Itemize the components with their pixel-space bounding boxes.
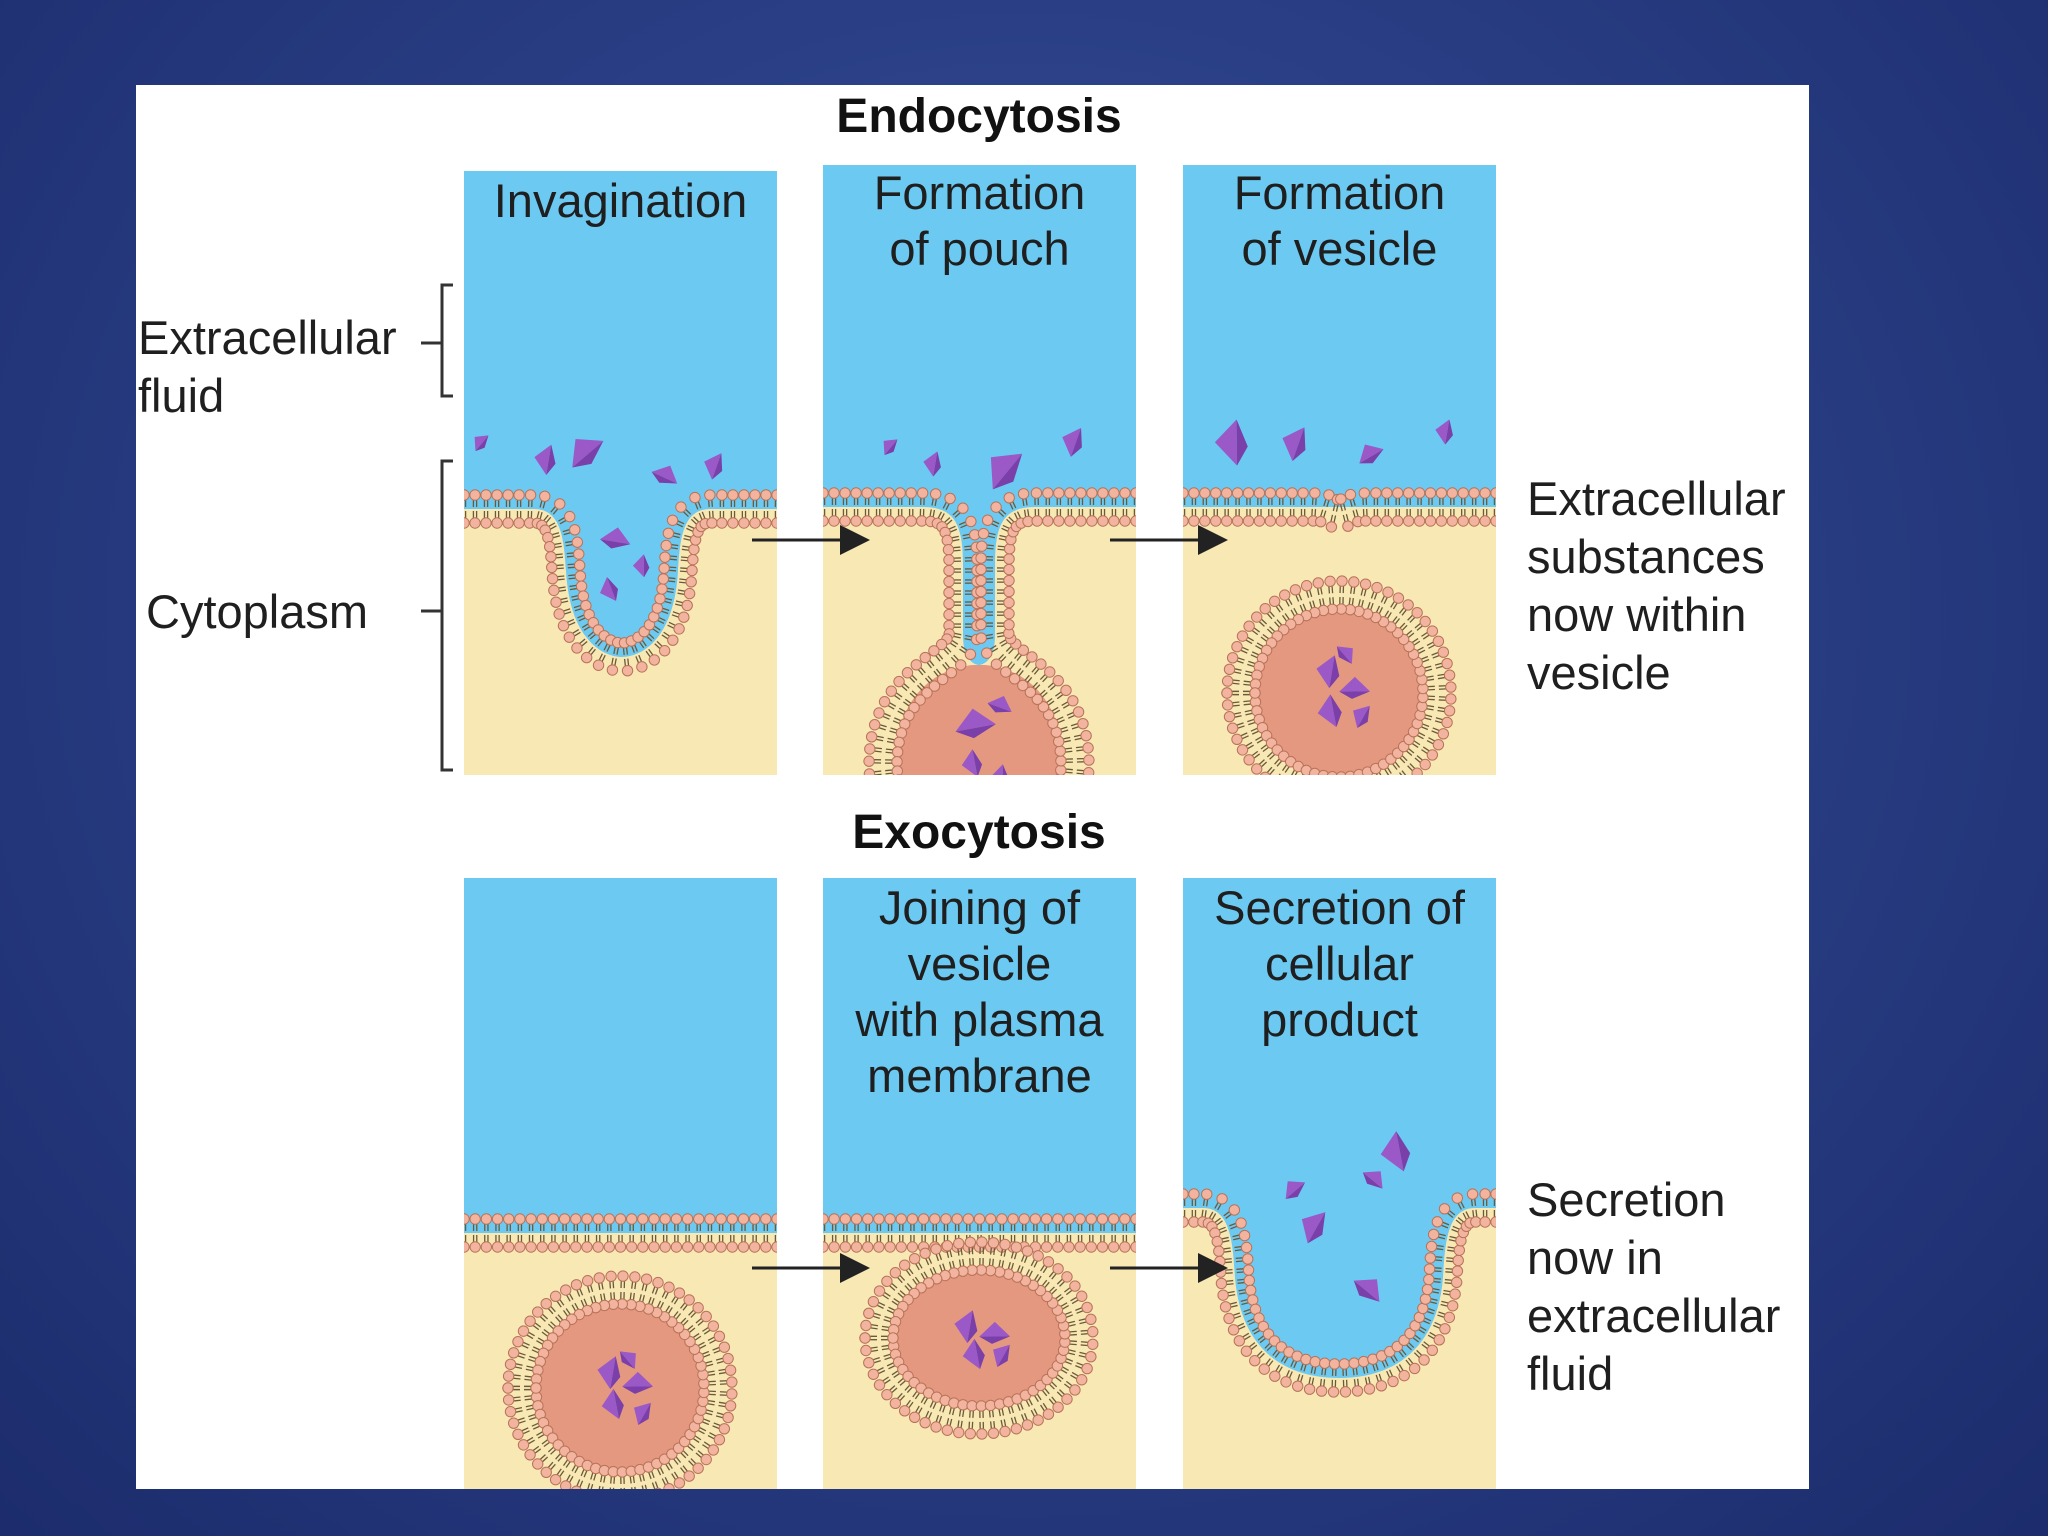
particle-icon: [987, 696, 1012, 713]
particle-icon: [632, 554, 650, 578]
extracellular-fluid-area: [464, 878, 777, 1233]
particle-icon: [923, 451, 941, 477]
particle-icon: [601, 1388, 624, 1420]
panel-formation-of-vesicle: Formation of vesicle: [1183, 165, 1496, 775]
region-brackets: [421, 283, 453, 772]
panel-vesicle-in-cytoplasm: [464, 878, 777, 1489]
particle-icon: [534, 444, 556, 475]
vesicle-membrane: [1221, 575, 1457, 775]
step-label-formation-of-pouch: Formation of pouch: [873, 166, 1086, 275]
vesicle-membrane: [859, 1236, 1099, 1440]
vesicle-content: [1251, 605, 1427, 775]
plasma-membrane: [1183, 1188, 1496, 1398]
particle-icon: [991, 764, 1009, 775]
panel-joining-of-vesicle: Joining of vesicle with plasma membrane: [823, 878, 1136, 1489]
step-label-invagination: Invagination: [493, 174, 748, 227]
diagram-figure: Extracellular fluid Cytoplasm Endocytosi…: [136, 85, 1809, 1489]
particle-icon: [600, 527, 631, 549]
particle-icon: [651, 465, 678, 484]
vesicle-membrane: [502, 1270, 738, 1489]
particle-icon: [1285, 1181, 1306, 1200]
cytoplasm-label: Cytoplasm: [146, 585, 369, 638]
exocytosis-result-label: Secretion now in extracellular fluid: [1527, 1173, 1781, 1400]
particle-icon: [1380, 1131, 1411, 1172]
particle-icon: [955, 708, 996, 739]
particle-icon: [962, 1338, 985, 1370]
particle-icon: [1316, 655, 1340, 689]
extracellular-fluid-area: [823, 878, 1136, 1233]
extracellular-bracket: [440, 283, 453, 398]
particle-icon: [1282, 427, 1306, 462]
plasma-membrane: [823, 1213, 1136, 1253]
particle-icon: [979, 1321, 1011, 1344]
plasma-membrane: [464, 1213, 777, 1253]
step-label-joining-of-vesicle: Joining of vesicle with plasma membrane: [855, 881, 1104, 1102]
extracellular-fluid-area: [823, 165, 1136, 665]
vesicle-content: [532, 1300, 708, 1476]
particle-icon: [1214, 419, 1248, 466]
extracellular-fluid-area: [464, 171, 777, 657]
panel-secretion-of-product: Secretion of cellular product: [1183, 878, 1496, 1489]
particle-icon: [961, 749, 983, 775]
particle-icon: [1062, 427, 1082, 457]
particle-icon: [634, 1402, 651, 1426]
extracellular-fluid-label: Extracellular fluid: [138, 311, 397, 422]
process-arrows: [752, 525, 1228, 1283]
plasma-membrane: [823, 487, 1136, 775]
particle-icon: [1353, 705, 1370, 729]
particle-icon: [622, 1371, 654, 1394]
particle-icon: [954, 1310, 978, 1344]
panel-invagination: Invagination: [464, 171, 777, 775]
particle-icon: [597, 1356, 621, 1390]
exocytosis-heading: Exocytosis: [852, 806, 1106, 859]
particle-icon: [1353, 1279, 1380, 1302]
particle-icon: [883, 439, 898, 456]
step-label-secretion-of-product: Secretion of cellular product: [1214, 881, 1465, 1046]
particle-icon: [1301, 1212, 1326, 1244]
particle-icon: [1362, 1171, 1383, 1189]
plasma-membrane: [1183, 487, 1496, 533]
particle-icon: [619, 1351, 636, 1369]
panel-formation-of-pouch: Formation of pouch: [823, 165, 1136, 775]
vesicle-content: [889, 1266, 1069, 1410]
cytoplasm-bracket: [440, 459, 453, 772]
particle-icon: [1339, 676, 1371, 699]
particle-icon: [600, 577, 618, 601]
endocytosis-heading: Endocytosis: [836, 90, 1122, 143]
particle-icon: [572, 439, 604, 468]
plasma-membrane: [464, 489, 777, 677]
step-label-formation-of-vesicle: Formation of vesicle: [1233, 166, 1446, 275]
particle-icon: [990, 453, 1023, 490]
particle-icon: [474, 435, 489, 452]
particle-icon: [704, 453, 723, 480]
particle-icon: [1359, 444, 1384, 464]
particle-icon: [993, 1344, 1010, 1368]
particle-icon: [1317, 694, 1342, 728]
particle-icon: [1435, 419, 1453, 445]
particle-icon: [1336, 646, 1353, 664]
endocytosis-result-label: Extracellular substances now within vesi…: [1527, 472, 1786, 699]
extracellular-fluid-area: [1183, 878, 1496, 1378]
